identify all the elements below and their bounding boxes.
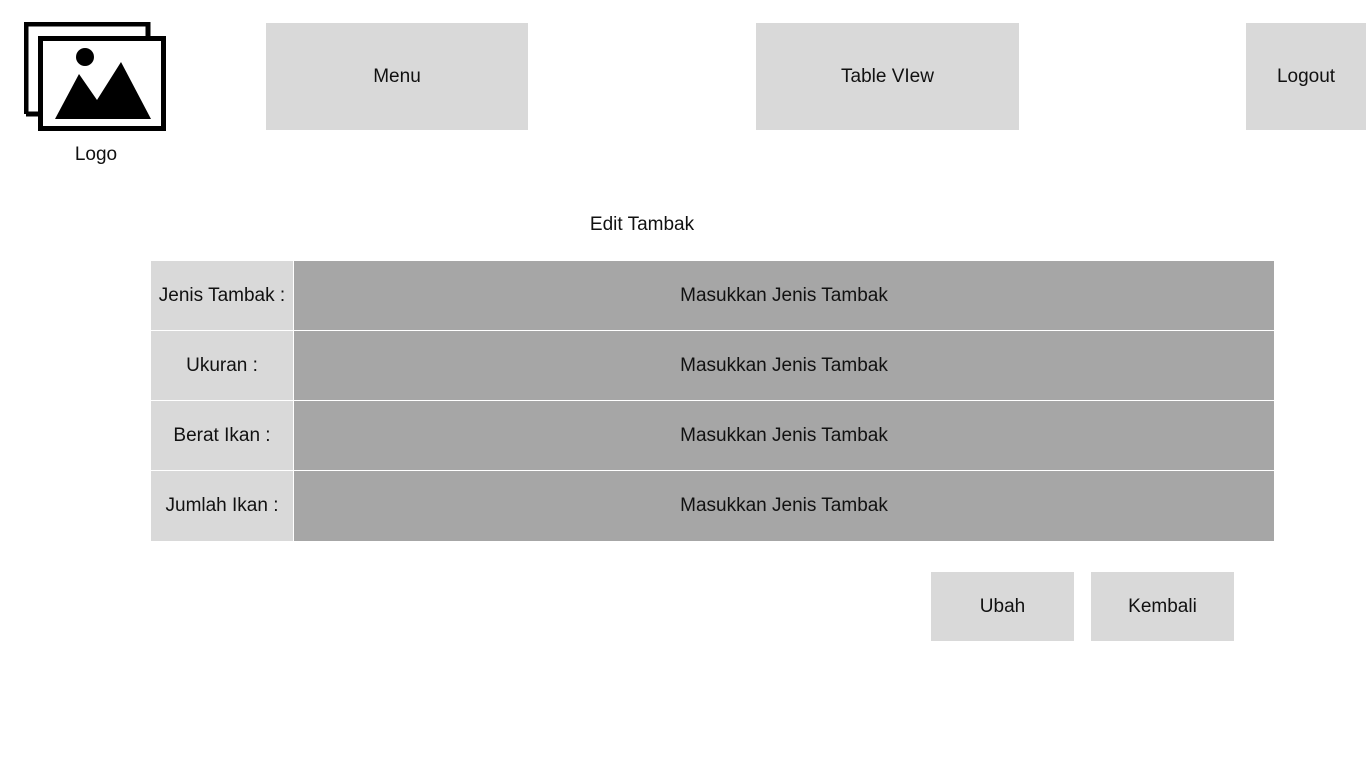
logout-button[interactable]: Logout xyxy=(1246,23,1366,130)
form-row-jenis-tambak: Jenis Tambak : xyxy=(151,261,1274,331)
berat-ikan-input[interactable] xyxy=(294,401,1274,470)
jenis-tambak-input[interactable] xyxy=(294,261,1274,330)
ukuran-input[interactable] xyxy=(294,331,1274,400)
berat-ikan-label: Berat Ikan : xyxy=(151,401,294,470)
jenis-tambak-label: Jenis Tambak : xyxy=(151,261,294,330)
ubah-button[interactable]: Ubah xyxy=(931,572,1074,641)
logo-label: Logo xyxy=(74,144,118,165)
image-placeholder-icon xyxy=(24,22,166,131)
logo[interactable]: Logo xyxy=(24,22,166,165)
form-title: Edit Tambak xyxy=(589,214,695,235)
form-row-ukuran: Ukuran : xyxy=(151,331,1274,401)
kembali-button[interactable]: Kembali xyxy=(1091,572,1234,641)
form-row-jumlah-ikan: Jumlah Ikan : xyxy=(151,471,1274,541)
edit-tambak-form: Jenis Tambak : Ukuran : Berat Ikan : Jum… xyxy=(151,261,1274,541)
ukuran-label: Ukuran : xyxy=(151,331,294,400)
form-row-berat-ikan: Berat Ikan : xyxy=(151,401,1274,471)
jumlah-ikan-input[interactable] xyxy=(294,471,1274,541)
table-view-button[interactable]: Table VIew xyxy=(756,23,1019,130)
menu-button[interactable]: Menu xyxy=(266,23,528,130)
jumlah-ikan-label: Jumlah Ikan : xyxy=(151,471,294,541)
